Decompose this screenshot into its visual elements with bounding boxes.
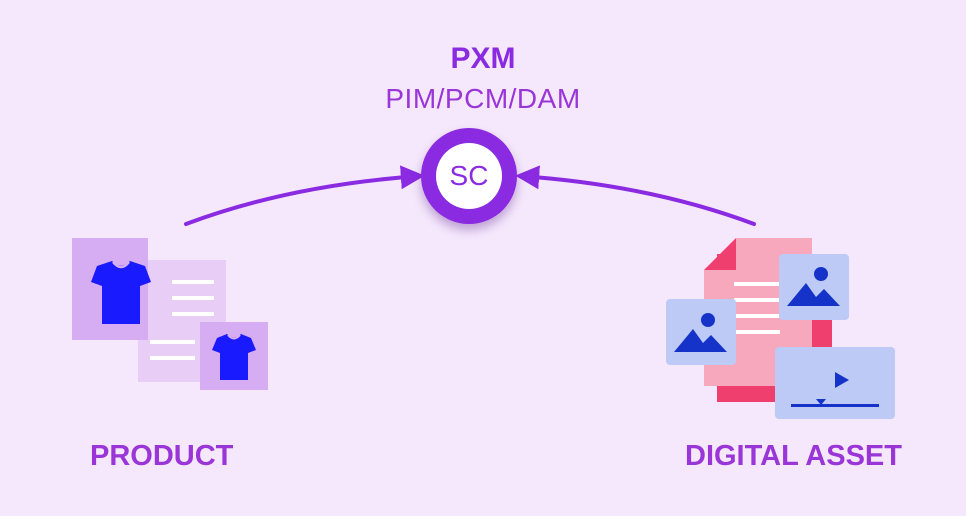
hub-node: SC (421, 128, 517, 224)
digital-asset-illustration (666, 238, 895, 419)
digital-asset-label: DIGITAL ASSET (685, 440, 902, 472)
hub-label: SC (436, 143, 502, 209)
product-illustration (72, 238, 268, 390)
asset-to-hub-arrow (515, 165, 756, 226)
diagram-subtitle: PIM/PCM/DAM (385, 83, 581, 114)
sheet-lines (150, 280, 214, 360)
tshirt-icon (91, 261, 151, 324)
image-card-top (779, 254, 849, 320)
image-icon (787, 267, 840, 306)
tshirt-icon (212, 334, 256, 380)
diagram-title: PXM (450, 42, 516, 75)
document-lines (734, 282, 780, 334)
video-icon (791, 372, 879, 407)
image-icon (674, 313, 727, 352)
product-to-hub-arrow (184, 165, 425, 226)
image-card-left (666, 299, 736, 365)
product-label: PRODUCT (90, 440, 234, 472)
